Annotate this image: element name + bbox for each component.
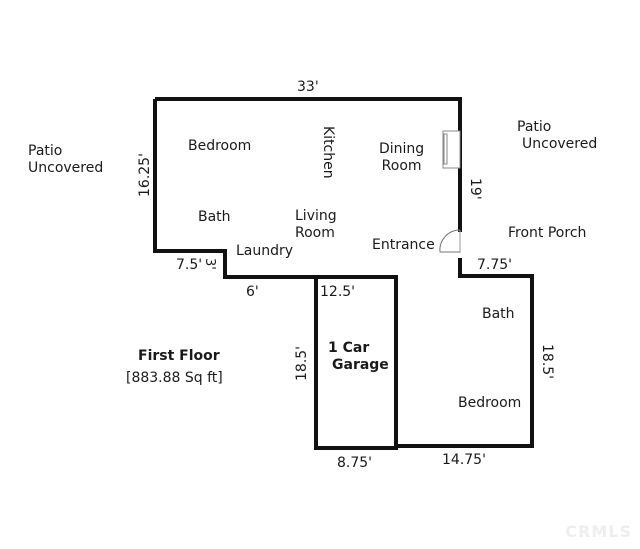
floor-title: First Floor <box>138 348 220 364</box>
dim-laundry-bottom: 6' <box>246 284 259 300</box>
dim-top: 33' <box>297 79 319 95</box>
patio-right-label: Patio Uncovered <box>517 119 598 152</box>
door-swing-icon <box>439 229 461 253</box>
bedroom-wing-label: Bedroom <box>458 395 522 411</box>
bath-wing-label: Bath <box>482 306 515 322</box>
laundry-label: Laundry <box>236 243 294 259</box>
dim-wing-right: 18.5' <box>539 344 555 380</box>
living-room-label: Living Room <box>295 208 337 241</box>
dim-garage-top: 12.5' <box>320 284 356 300</box>
dim-porch-step: 7.75' <box>477 257 513 273</box>
dim-right-main: 19' <box>467 178 483 200</box>
dim-step-small: 3' <box>202 258 217 270</box>
dim-step-left: 7.5' <box>176 257 203 273</box>
dining-room-label: Dining Room <box>379 141 425 174</box>
kitchen-label: Kitchen <box>320 126 336 179</box>
bedroom-main-label: Bedroom <box>188 138 252 154</box>
patio-left-label: Patio Uncovered <box>28 143 104 176</box>
entrance-label: Entrance <box>372 237 435 253</box>
bath-main-label: Bath <box>198 209 231 225</box>
dim-wing-bottom: 14.75' <box>442 452 486 468</box>
watermark: CRMLS <box>565 522 632 541</box>
dim-left: 16.25' <box>137 153 153 197</box>
dim-garage-left: 18.5' <box>294 345 310 381</box>
fireplace-icon <box>442 130 461 169</box>
garage-label: 1 Car Garage <box>328 340 389 373</box>
main-outline-wall <box>155 97 534 448</box>
dim-garage-bottom: 8.75' <box>337 455 373 471</box>
front-porch-label: Front Porch <box>508 225 587 241</box>
left-step-wall <box>153 99 316 279</box>
garage-wall <box>314 275 398 450</box>
floor-area: [883.88 Sq ft] <box>126 370 223 386</box>
